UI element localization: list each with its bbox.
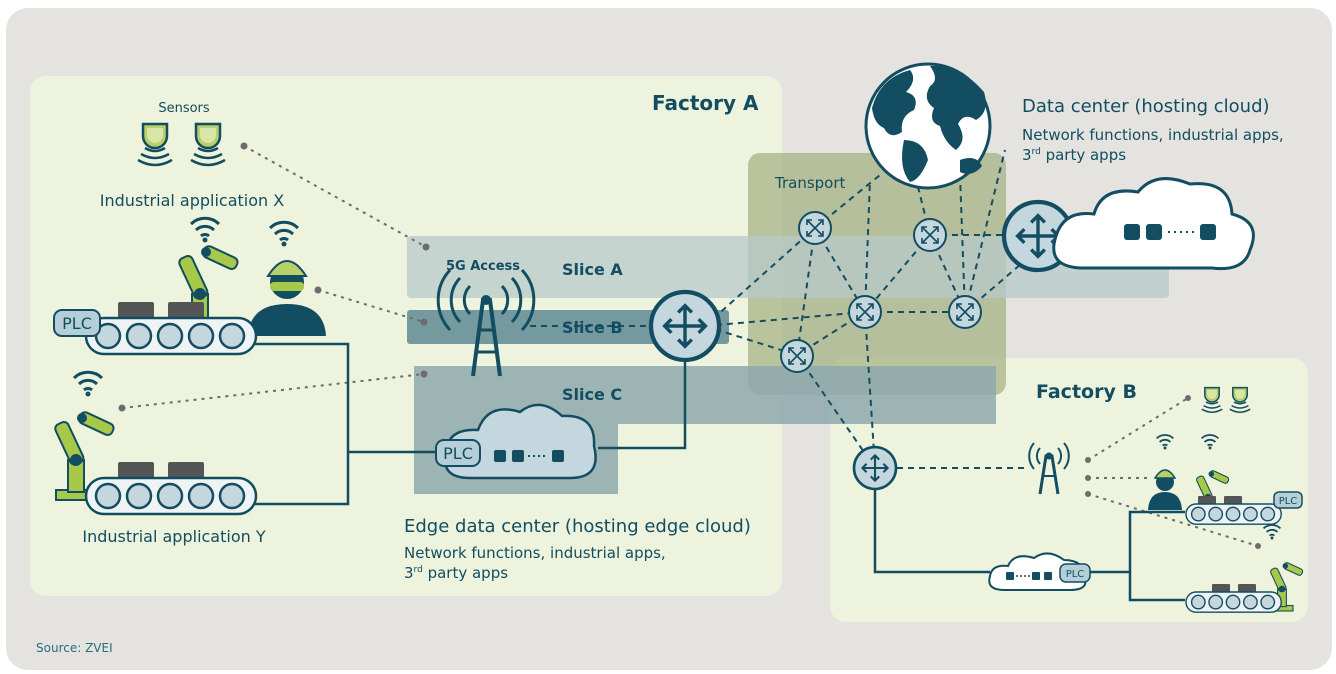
edge-dc-title: Edge data center (hosting edge cloud) <box>404 516 751 537</box>
wired-links <box>255 342 1185 602</box>
router-icon <box>651 292 719 360</box>
conveyor-icon <box>1185 496 1282 525</box>
transport-label: Transport <box>774 174 846 192</box>
plc-tag: PLC <box>435 439 481 467</box>
svg-text:PLC: PLC <box>62 314 92 333</box>
slice-a-band <box>407 236 1169 298</box>
antenna-icon <box>1028 442 1070 495</box>
antenna-icon <box>436 268 536 377</box>
plc-tag: PLC <box>53 309 101 337</box>
worker-icon <box>248 260 326 336</box>
app-x-label: Industrial application X <box>100 191 284 210</box>
svg-text:PLC: PLC <box>1279 496 1298 507</box>
slice-a-label: Slice A <box>562 260 623 279</box>
access-label: 5G Access <box>446 259 520 274</box>
wireless-links <box>121 145 1259 547</box>
plc-tag: PLC <box>1059 563 1091 583</box>
router-icon <box>848 295 882 329</box>
plc-tag: PLC <box>1273 491 1303 509</box>
data-center-title: Data center (hosting cloud) <box>1022 96 1270 117</box>
conveyor-icon <box>84 462 258 516</box>
edge-dc-desc-2: 3rd party apps <box>404 564 508 582</box>
router-icon <box>852 445 898 491</box>
router-icon <box>798 211 832 245</box>
globe-icon <box>864 62 992 190</box>
sensors-label: Sensors <box>158 101 210 116</box>
factory-a-title: Factory A <box>652 91 759 115</box>
data-center-desc-2: 3rd party apps <box>1022 146 1126 164</box>
router-icon <box>913 218 947 252</box>
conveyor-icon <box>1185 584 1282 613</box>
factory-b-title: Factory B <box>1036 381 1137 403</box>
slice-b-label: Slice B <box>562 318 623 337</box>
source-label: Source: ZVEI <box>36 641 113 655</box>
router-icon <box>780 339 814 373</box>
svg-text:PLC: PLC <box>1066 569 1085 580</box>
svg-text:PLC: PLC <box>443 444 473 463</box>
app-y-label: Industrial application Y <box>82 527 265 546</box>
edge-dc-desc-1: Network functions, industrial apps, <box>404 544 666 562</box>
worker-icon <box>1148 469 1182 510</box>
cloud-icon <box>1052 177 1255 271</box>
router-icon <box>948 295 982 329</box>
conveyor-icon <box>84 302 258 356</box>
data-center-desc-1: Network functions, industrial apps, <box>1022 126 1284 144</box>
slice-c-label: Slice C <box>562 385 622 404</box>
